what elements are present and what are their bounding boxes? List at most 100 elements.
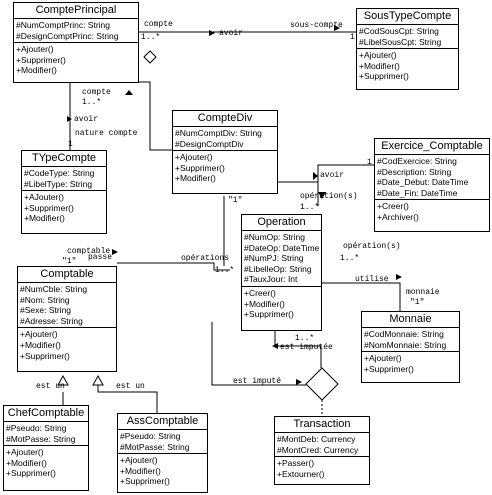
label-mult-1-quote: "1" [228,196,243,205]
method: +Modifier() [359,60,400,71]
class-compteprincipal-name: ComptePrincipal [14,3,138,19]
class-typecompte-name: TYpeCompte [22,151,106,167]
attribute: #Adresse: String [20,315,83,326]
method: +Supprimer() [175,162,225,173]
class-monnaie-methods: +Ajouter() +Supprimer() [362,351,459,375]
assoc-comptable-transaction [211,322,306,386]
arrow-sous-compte [334,25,340,31]
class-monnaie[interactable]: Monnaie #CodMonnaie: String #NomMonnaie:… [361,311,460,383]
arrow-avoir-a [209,30,215,36]
class-compteprincipal[interactable]: ComptePrincipal #NumComptPrinc: String #… [13,2,139,83]
class-operation[interactable]: Operation #NumOp: String #DateOp: DateTi… [241,214,322,331]
class-compteprincipal-attributes: #NumComptPrinc: String #DesignComptPrinc… [14,19,138,42]
label-mult-1n: 1..* [141,33,161,42]
class-chefcomptable-name: ChefComptable [4,406,88,422]
class-comptediv-methods: +Ajouter() +Supprimer() +Modifier() [173,150,277,185]
generalization-triangle-chef [57,374,69,386]
attribute: #Date_Fin: DateTime [377,187,458,198]
method: +Supprimer() [24,202,74,213]
class-operation-attributes: #NumOp: String #DateOp: DateTime #NumPJ:… [242,231,321,286]
assoc-comptable-operation [117,262,230,271]
attribute: #NumComptDiv: String [175,128,262,138]
label-passe: passe [88,253,113,262]
method: +Ajouter() [175,152,213,163]
method: +Extourner() [277,468,325,479]
class-asscomptable[interactable]: AssComptable #Pseudo: String #MotPasse: … [117,413,208,493]
class-typecompte-methods: +AJouter() +Supprimer() +Modifier() [22,190,106,225]
class-operation-name: Operation [242,215,321,231]
nary-association-diamond [305,367,339,401]
label-mult-1-quote: "1" [410,298,425,307]
attribute: #LibelType: String [24,178,93,189]
attribute: #NomMonnaie: String [364,339,447,350]
class-chefcomptable-methods: +Ajouter() +Modifier() +Supprimer() [4,445,88,480]
arrow-est-imputee [272,343,278,349]
label-mult-1: 1 [350,33,355,42]
label-operations: opération(s) [300,192,358,201]
class-compteprincipal-methods: +Ajouter() +Supprimer() +Modifier() [14,42,138,77]
method: +Modifier() [120,465,161,476]
class-chefcomptable[interactable]: ChefComptable #Pseudo: String #MotPasse:… [3,405,89,491]
method: +Modifier() [6,457,47,468]
class-transaction-name: Transaction [275,417,369,433]
method: +Modifier() [20,339,61,350]
attribute: #MotPasse: String [6,433,76,444]
class-typecompte[interactable]: TYpeCompte #CodeType: String #LibelType:… [21,150,107,234]
class-transaction[interactable]: Transaction #MontDeb: Currency #MontCred… [274,416,370,485]
method: +Ajouter() [6,447,44,458]
method: +Modifier() [16,65,57,76]
class-asscomptable-name: AssComptable [118,414,207,430]
label-mult-1n: 1..* [300,203,320,212]
class-comptediv-name: CompteDiv [173,111,277,127]
label-compte: compte [82,88,111,97]
attribute: #NumCble: String [20,284,88,294]
class-exercice-comptable-name: Exercice_Comptable [375,139,489,155]
method: +Creer() [244,287,276,298]
method: +Supprimer() [364,363,414,374]
arrow-operations [318,192,326,199]
label-est-un: est un [116,382,145,391]
method: +Ajouter() [16,44,54,55]
attribute: #DateOp: DateTime [244,242,320,253]
class-transaction-attributes: #MontDeb: Currency #MontCred: Currency [275,433,369,456]
class-comptediv[interactable]: CompteDiv #NumComptDiv: String #DesignCo… [172,110,278,194]
class-asscomptable-attributes: #Pseudo: String #MotPasse: String [118,430,207,453]
method: +Supprimer() [6,468,56,479]
label-mult-1: 1 [367,158,372,167]
attribute: #Sexe: String [20,305,72,316]
label-avoir: avoir [74,115,99,124]
method: +Ajouter() [120,455,158,466]
arrow-compte [125,90,133,95]
aggregation-diamond [143,50,157,64]
class-comptable[interactable]: Comptable #NumCble: String #Nom: String … [17,266,117,372]
label-operations: opération(s) [343,242,401,251]
label-est-un: est un [36,382,65,391]
label-sous-compte: sous-compte [290,21,343,30]
assoc-operation-transaction [274,331,322,368]
label-compte: compte [144,20,173,29]
method: +Supprimer() [359,71,409,82]
label-est-imputee: est imputée [280,343,333,352]
method: +Passer() [277,458,315,469]
generalization-triangle-ass [92,374,104,386]
attribute: #NumComptPrinc: String [16,20,111,30]
label-avoir: avoir [219,29,244,38]
method: +Supprimer() [20,350,70,361]
method: +Modifier() [244,298,285,309]
class-soustypecompte[interactable]: SousTypeCompte #CodSousCpt: String #Libe… [356,8,459,90]
label-mult-1n: 1..* [82,98,102,107]
label-utilise: utilise [355,275,389,284]
method: +Ajouter() [364,353,402,364]
class-exercice-comptable-attributes: #CodExercice: String #Description: Strin… [375,155,489,199]
class-exercice-comptable-methods: +Creer() +Archiver() [375,199,489,223]
label-nature-compte: nature compte [75,129,138,138]
method: +Ajouter() [359,50,397,61]
attribute: #CodSousCpt: String [359,26,439,36]
class-exercice-comptable[interactable]: Exercice_Comptable #CodExercice: String … [374,138,490,232]
method: +Supprimer() [16,54,66,65]
attribute: #LibelleOp: String [244,263,312,274]
class-soustypecompte-name: SousTypeCompte [357,9,458,25]
class-asscomptable-methods: +Ajouter() +Modifier() +Supprimer() [118,453,207,488]
attribute: #Pseudo: String [6,423,67,433]
